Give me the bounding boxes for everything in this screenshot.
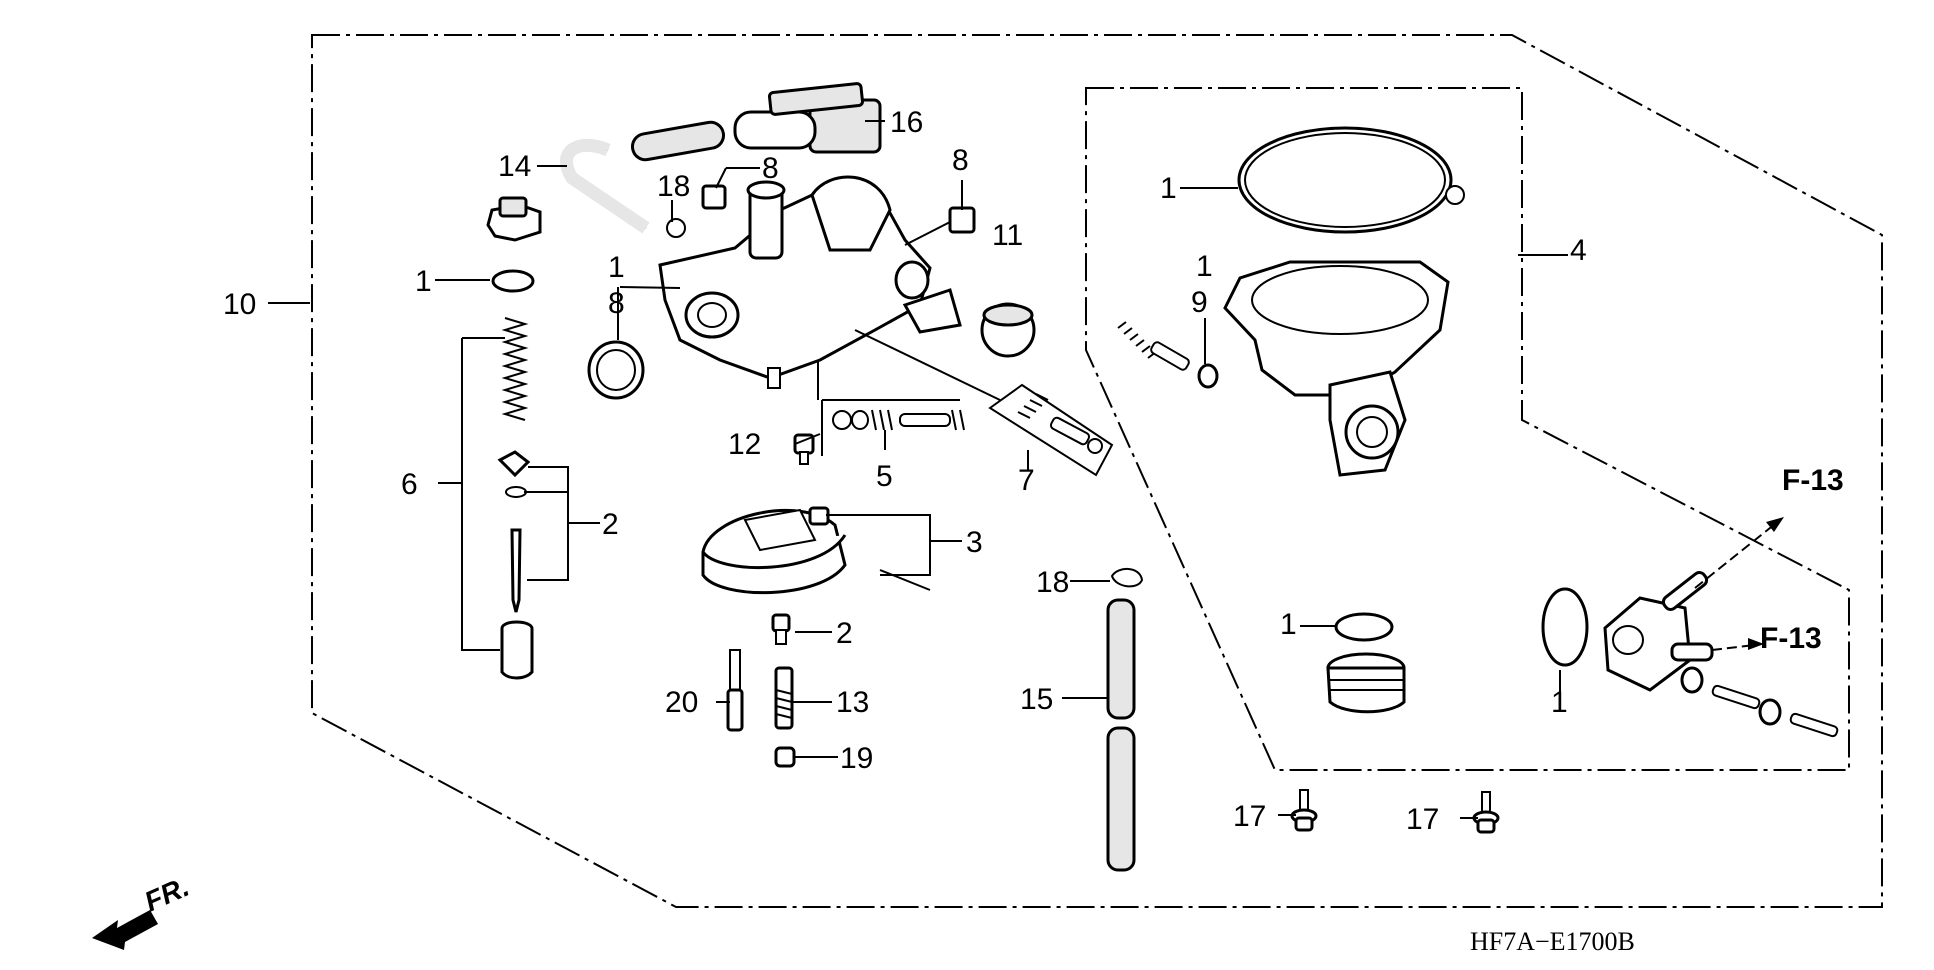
chamber-screw-right-part [1472, 791, 1500, 834]
clip-18-part [666, 218, 686, 238]
callout-17-left: 17 [1233, 800, 1266, 833]
air-screw-part [1117, 321, 1190, 371]
callout-16: 16 [890, 106, 923, 139]
top-cap-part [486, 196, 542, 242]
callout-8-left: 8 [762, 152, 779, 185]
callout-9: 9 [1191, 286, 1208, 319]
callout-8-right: 8 [952, 144, 969, 177]
bent-tube-inner [560, 138, 650, 234]
callout-8-body: 8 [608, 287, 625, 320]
chamber-gasket-inner [1244, 132, 1446, 228]
body-oring-inner [596, 349, 636, 391]
callout-1-pump: 1 [1551, 686, 1568, 719]
callout-12: 12 [728, 428, 761, 461]
callout-1-cap: 1 [415, 265, 432, 298]
needle-clip-part [497, 450, 531, 478]
callout-17-right: 17 [1406, 803, 1439, 836]
gasket-tab [1445, 185, 1465, 205]
drain-tube-lower-part [1106, 726, 1136, 872]
float-part [701, 506, 931, 595]
drain-tube-upper-part [1106, 598, 1136, 720]
jet-holder-part [774, 746, 796, 768]
callout-18-tube: 18 [1036, 566, 1069, 599]
callout-5: 5 [876, 460, 893, 493]
washer-9-part [1197, 363, 1219, 389]
callout-7: 7 [1018, 464, 1035, 497]
arrowhead-upper [1766, 517, 1784, 532]
main-jet-part [771, 613, 791, 645]
jet-needle-part [510, 528, 522, 613]
pilot-set-box-part [988, 383, 1114, 477]
front-direction-arrow [92, 910, 158, 950]
leader-lines [268, 120, 1784, 819]
callout-1-right: 1 [1196, 250, 1213, 283]
callout-4: 4 [1570, 234, 1587, 267]
tube-clip-part [1110, 568, 1144, 588]
carburetor-body-part [658, 175, 962, 389]
callout-1-gasket: 1 [1160, 172, 1177, 205]
arrowhead-lower [1748, 638, 1764, 650]
spring-part [501, 317, 529, 421]
callout-6: 6 [401, 468, 418, 501]
callout-14: 14 [498, 150, 531, 183]
callout-2-jet: 2 [836, 617, 853, 650]
callout-11: 11 [992, 219, 1023, 252]
callout-19: 19 [840, 742, 873, 775]
air-boot-part [733, 82, 882, 154]
callout-2-needle: 2 [602, 508, 619, 541]
drain-plug-part [1326, 652, 1406, 714]
diagram-code: HF7A−E1700B [1470, 927, 1635, 956]
callout-3: 3 [966, 526, 983, 559]
chamber-group-boundary [1085, 87, 1850, 771]
callout-20: 20 [665, 686, 698, 719]
callout-1-drain: 1 [1280, 608, 1297, 641]
chamber-screw-left-part [1290, 789, 1318, 832]
cap-part [980, 302, 1036, 358]
pump-oring-part [1541, 587, 1589, 667]
front-label: FR. [140, 871, 194, 918]
callout-10: 10 [223, 288, 256, 321]
callout-18-top: 18 [657, 170, 690, 203]
pilot-screw-set-part [832, 409, 965, 431]
drain-oring-part [1334, 612, 1394, 642]
callout-1-body: 1 [608, 251, 625, 284]
float-chamber-part [1223, 260, 1450, 477]
fuel-pump-part [1603, 571, 1839, 738]
assembly-boundary [311, 34, 1883, 908]
hose-clip-right-part [948, 206, 976, 234]
piston-sleeve-part [500, 620, 534, 680]
ref-f13-upper: F-13 [1782, 464, 1844, 497]
callout-13: 13 [836, 686, 869, 719]
hose-clip-left-part [701, 184, 727, 210]
e-ring-part [505, 486, 527, 498]
slow-jet-part [726, 649, 744, 732]
callout-15: 15 [1020, 683, 1053, 716]
ref-f13-lower: F-13 [1760, 622, 1822, 655]
breather-hose-part [631, 120, 725, 162]
washer-1-part [491, 269, 535, 293]
needle-jet-part [774, 666, 794, 730]
